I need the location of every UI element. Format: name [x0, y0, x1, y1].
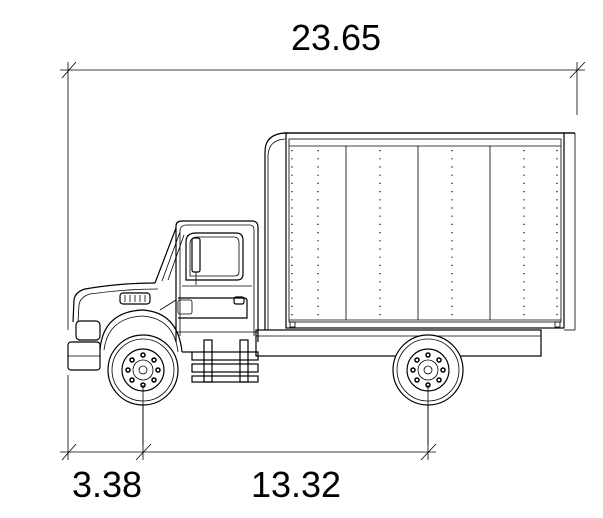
cargo-box	[264, 132, 576, 331]
cab	[154, 220, 259, 342]
bottom-dimensions: 3.38 13.32	[60, 375, 437, 505]
hood-and-bumper	[67, 282, 192, 371]
overall-length-dimension: 23.65	[60, 17, 586, 330]
wheelbase-label: 13.32	[251, 464, 341, 505]
front-overhang-label: 3.38	[72, 464, 142, 505]
rear-wheel	[392, 334, 464, 406]
cab-steps	[191, 339, 259, 383]
overall-length-label: 23.65	[291, 17, 381, 58]
